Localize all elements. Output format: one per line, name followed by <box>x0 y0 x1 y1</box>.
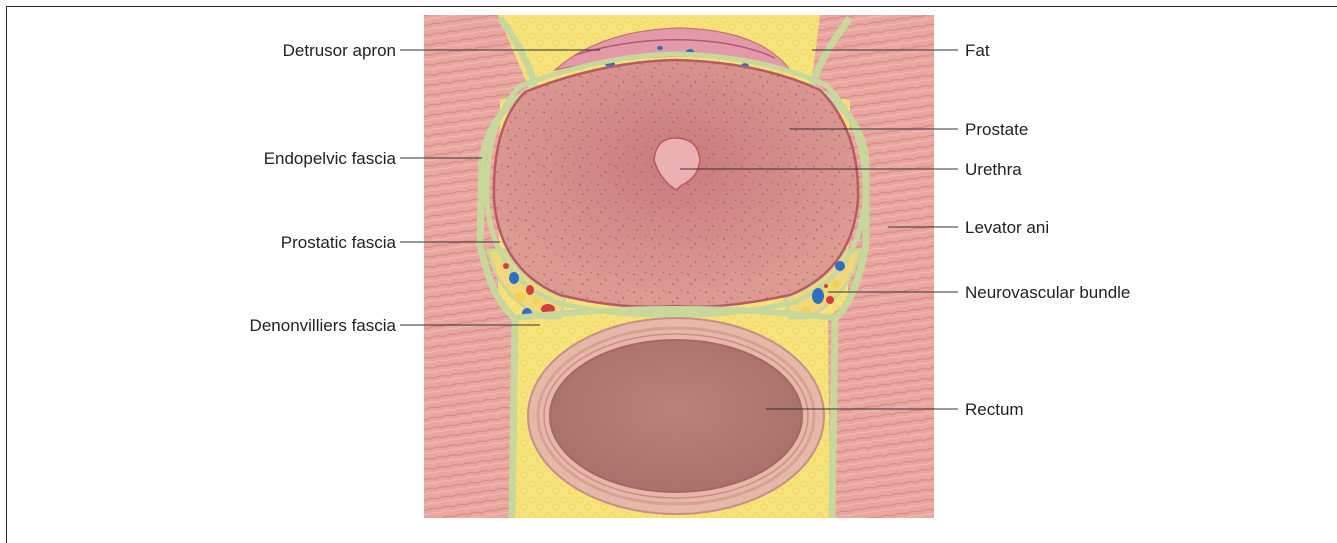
label-prostate: Prostate <box>965 120 1028 139</box>
label-prostatic-fascia: Prostatic fascia <box>281 233 397 252</box>
label-denonvilliers-fascia: Denonvilliers fascia <box>250 316 397 335</box>
label-urethra: Urethra <box>965 160 1022 179</box>
label-fat: Fat <box>965 41 990 60</box>
label-neurovascular-bundle: Neurovascular bundle <box>965 283 1130 302</box>
illustration <box>424 15 934 518</box>
label-endopelvic-fascia: Endopelvic fascia <box>264 149 397 168</box>
label-detrusor-apron: Detrusor apron <box>283 41 396 60</box>
rectum-lumen <box>550 340 802 492</box>
label-levator-ani: Levator ani <box>965 218 1049 237</box>
label-rectum: Rectum <box>965 400 1024 419</box>
